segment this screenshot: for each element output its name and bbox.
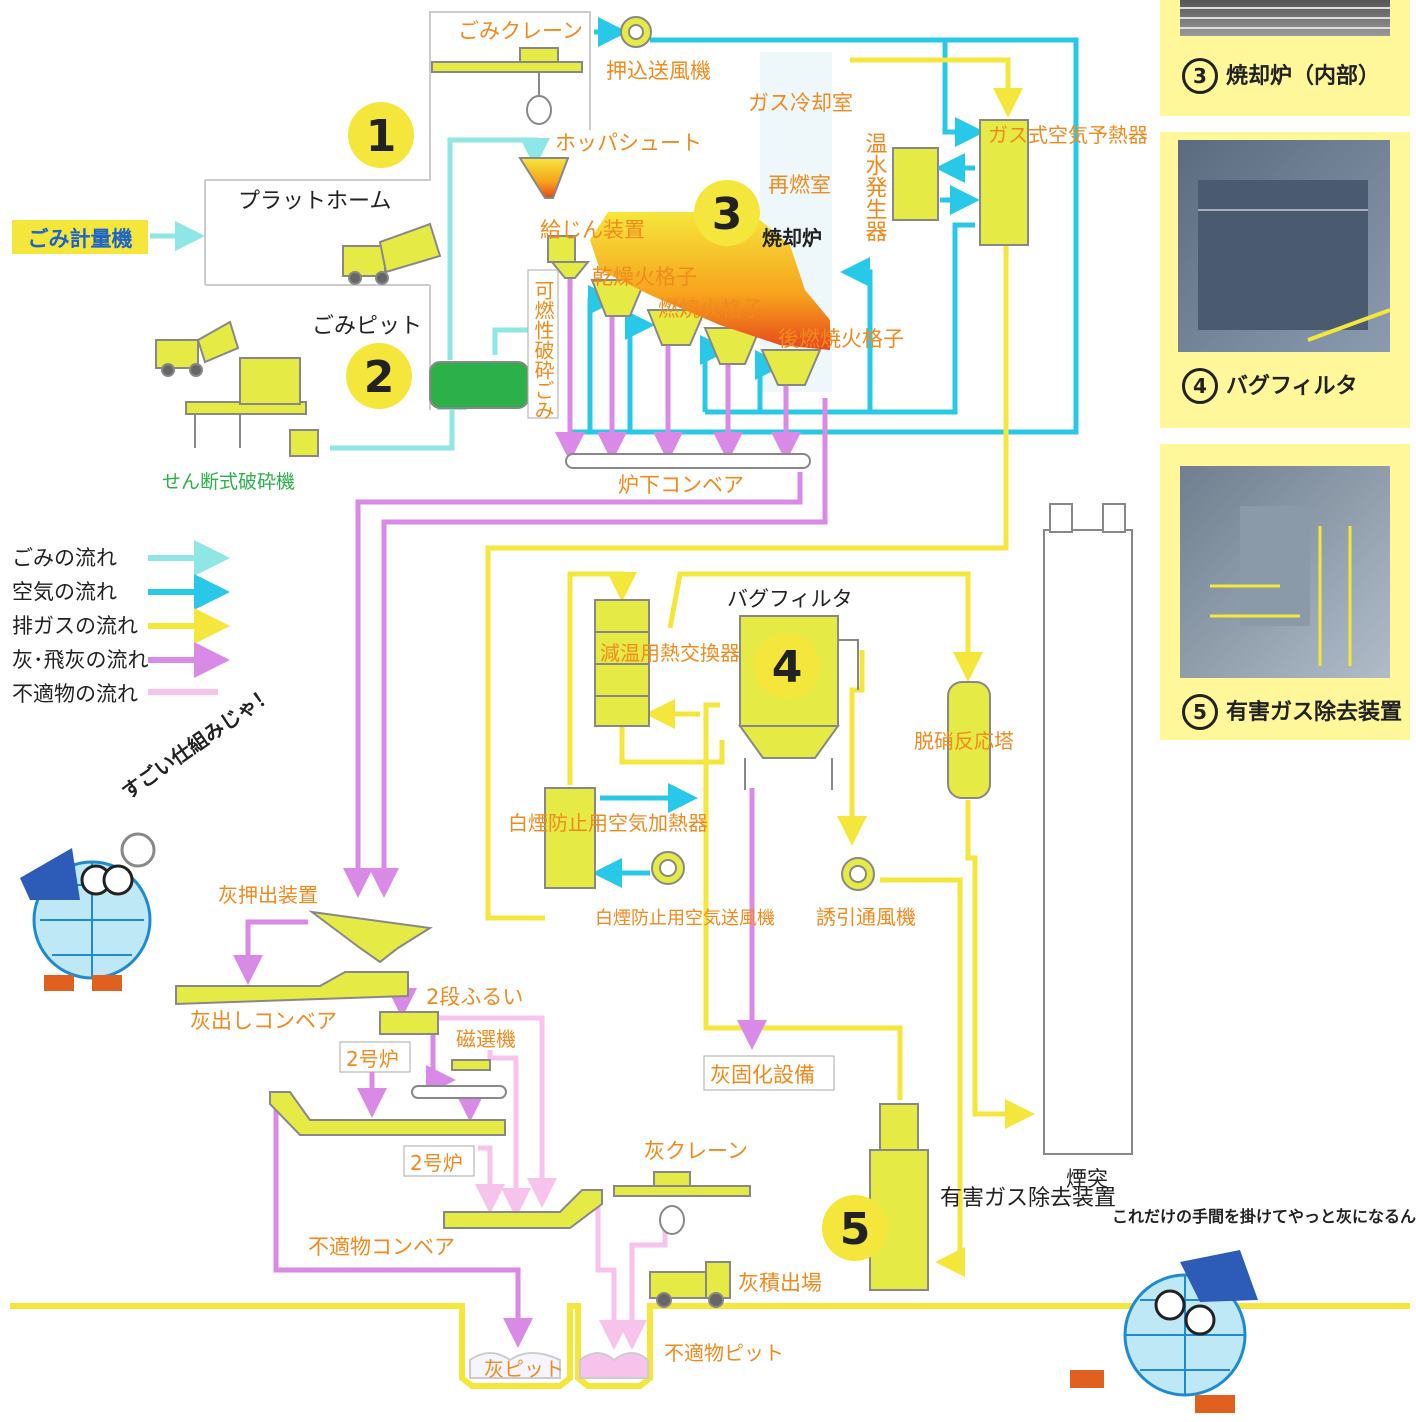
photo-incinerator <box>1180 0 1390 36</box>
label-hopper-chute: ホッパシュート <box>555 131 702 155</box>
labels: ごみ計量機 プラットホーム ごみクレーン 押込送風機 ホッパシュート ガス冷却室… <box>12 19 1148 1381</box>
label-incinerator: 焼却炉 <box>762 226 822 250</box>
plume-heater <box>544 787 596 889</box>
label-plume-heater: 白煙防止用空気加熱器 <box>508 811 708 835</box>
legend-air-label: 空気の流れ <box>12 580 117 604</box>
svg-text:4: 4 <box>772 642 803 693</box>
unsuitable-flow-lines <box>430 1015 668 1350</box>
mascot-right: これだけの手間を掛けてやっと灰になるんじゃ！ <box>1070 1207 1416 1413</box>
label-furnace2-b: 2号炉 <box>410 1151 463 1175</box>
gas-air-preheater <box>979 119 1029 246</box>
label-ash-conveyor: 灰出しコンベア <box>190 1009 337 1033</box>
photo-harmful-gas <box>1180 466 1390 678</box>
label-combustible-crushed: 可燃性破砕ごみ <box>531 280 555 420</box>
label-reburn-chamber: 再燃室 <box>768 173 831 197</box>
label-post-grate: 後燃焼火格子 <box>778 327 904 351</box>
label-ash-solidify: 灰固化設備 <box>710 1063 815 1087</box>
label-cooling-hx: 減温用熱交換器 <box>600 641 740 665</box>
ash-pusher <box>308 910 433 964</box>
hopper-chute <box>518 157 570 199</box>
legend-unsuitable-label: 不適物の流れ <box>12 682 138 706</box>
label-burn-grate: 燃焼火格子 <box>658 297 763 321</box>
under-conveyor <box>565 453 811 469</box>
label-dry-grate: 乾燥火格子 <box>592 265 697 289</box>
legend-ash-label: 灰･飛灰の流れ <box>12 648 149 672</box>
ash-crane-rail <box>613 1185 751 1197</box>
label-feeder: 給じん装置 <box>540 218 645 242</box>
label-gas-cooling: ガス冷却室 <box>748 91 853 115</box>
label-ash-loading: 灰積出場 <box>738 1271 822 1295</box>
label-unsuitable-conveyor: 不適物コンベア <box>308 1235 455 1259</box>
svg-text:3: 3 <box>712 189 743 240</box>
label-furnace2-a: 2号炉 <box>346 1047 399 1071</box>
svg-text:1: 1 <box>366 111 397 162</box>
svg-text:5: 5 <box>840 1204 871 1255</box>
fire <box>590 212 830 350</box>
truck-icon <box>342 222 442 285</box>
label-plume-fan: 白煙防止用空気送風機 <box>595 908 775 929</box>
badge-4 <box>754 633 820 699</box>
label-magnetic-sep: 磁選機 <box>456 1027 516 1051</box>
legend-exhaust-label: 排ガスの流れ <box>12 614 138 638</box>
waste-scale-box <box>12 220 148 254</box>
legend-waste-label: ごみの流れ <box>12 546 117 570</box>
label-two-stage-screen: 2段ふるい <box>426 985 523 1009</box>
crane-grab <box>526 95 552 125</box>
label-harmful-gas: 有害ガス除去装置 <box>940 1186 1116 1211</box>
label-waste-crane: ごみクレーン <box>458 19 583 43</box>
badge-3 <box>694 180 760 246</box>
label-denox: 脱硝反応塔 <box>914 729 1014 753</box>
label-under-conveyor: 炉下コンベア <box>618 473 744 497</box>
badge-5 <box>822 1195 888 1261</box>
magnetic-separator <box>451 1059 491 1071</box>
badge-1 <box>348 102 414 168</box>
denox-tower <box>947 681 991 799</box>
mascot-bubble-1: すごい仕組みじゃ！ <box>117 681 278 804</box>
equipment <box>155 16 1133 1379</box>
label-ash-pusher: 灰押出装置 <box>218 883 318 907</box>
ash-flow-lines <box>233 272 828 1348</box>
label-ash-pit: 灰ピット <box>484 1357 564 1381</box>
unsuitable-pit-fill <box>579 1352 649 1379</box>
chimney <box>1043 529 1133 1155</box>
mascot-bubble-2: これだけの手間を掛けてやっと灰になるんじゃ！ <box>1112 1207 1416 1226</box>
ash-crane-grab <box>659 1205 685 1235</box>
label-chimney: 煙突 <box>1066 1167 1108 1191</box>
number-badges: 1 2 3 4 5 <box>346 102 888 1261</box>
label-shear-crusher: せん断式破砕機 <box>162 471 295 493</box>
unsuitable-conveyor <box>443 1189 603 1229</box>
mascot-left: すごい仕組みじゃ！ <box>20 681 278 991</box>
ash-pit-fill <box>469 1352 561 1379</box>
label-waste-pit: ごみピット <box>312 314 422 339</box>
two-stage-screen <box>379 1011 439 1035</box>
label-gas-air-preheater: ガス式空気予熱器 <box>988 123 1148 147</box>
photo-bag-filter <box>1178 140 1390 352</box>
badge-2 <box>346 343 412 409</box>
legend: ごみの流れ 空気の流れ 排ガスの流れ 灰･飛灰の流れ 不適物の流れ <box>12 540 230 706</box>
ground-line <box>10 1303 1410 1389</box>
svg-text:2: 2 <box>364 352 395 403</box>
waste-pit-fill <box>429 361 529 409</box>
label-bag-filter: バグフィルタ <box>727 587 853 611</box>
label-induced-fan: 誘引通風機 <box>816 905 916 929</box>
label-ash-crane: 灰クレーン <box>644 1139 748 1163</box>
label-push-fan: 押込送風機 <box>606 59 711 83</box>
hot-water-generator <box>892 147 939 221</box>
truck-icon <box>155 320 240 377</box>
label-platform: プラットホーム <box>238 189 391 214</box>
label-unsuitable-pit: 不適物ピット <box>664 1341 784 1365</box>
truck-icon <box>649 1261 731 1308</box>
label-waste-scale: ごみ計量機 <box>28 227 133 251</box>
label-hot-water-gen: 温水発生器 <box>862 132 888 242</box>
waste-crane-rail <box>431 61 583 73</box>
ash-conveyor <box>175 971 409 1006</box>
